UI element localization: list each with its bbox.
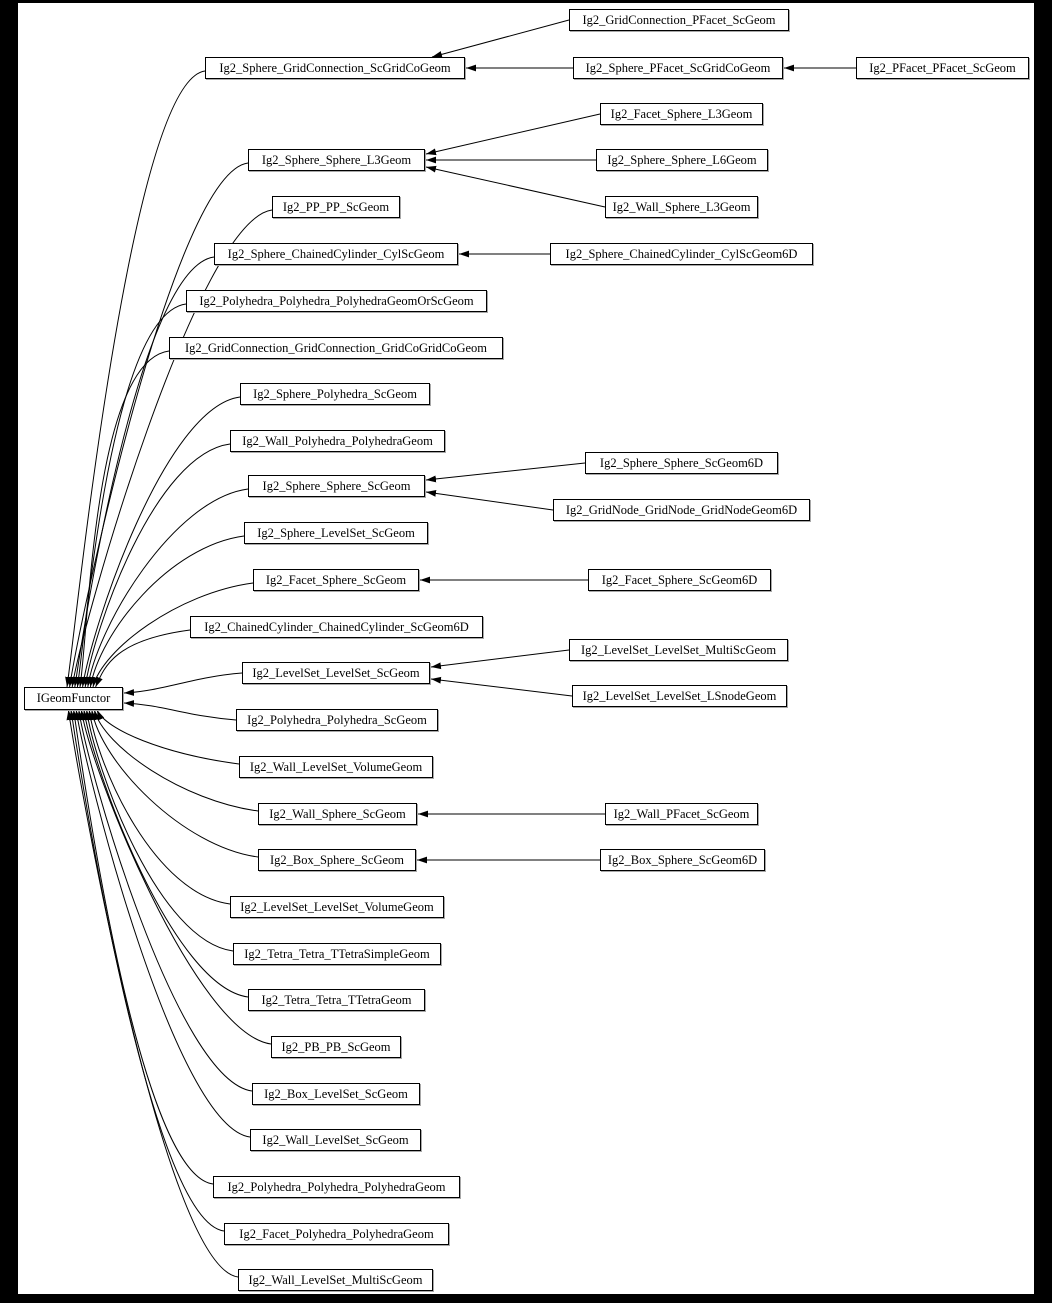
- class-node-Ig2_Facet_Sphere_ScGeom6D[interactable]: Ig2_Facet_Sphere_ScGeom6D: [588, 569, 771, 591]
- class-node-Ig2_PFacet_PFacet_ScGeom[interactable]: Ig2_PFacet_PFacet_ScGeom: [856, 57, 1029, 79]
- class-node-Ig2_LevelSet_LevelSet_VolumeGeom[interactable]: Ig2_LevelSet_LevelSet_VolumeGeom: [230, 896, 444, 918]
- class-node-Ig2_Wall_LevelSet_MultiScGeom[interactable]: Ig2_Wall_LevelSet_MultiScGeom: [238, 1269, 433, 1291]
- class-node-Ig2_Box_Sphere_ScGeom6D[interactable]: Ig2_Box_Sphere_ScGeom6D: [600, 849, 765, 871]
- class-node-Ig2_Sphere_Sphere_ScGeom[interactable]: Ig2_Sphere_Sphere_ScGeom: [248, 475, 425, 497]
- class-node-Ig2_Sphere_Polyhedra_ScGeom[interactable]: Ig2_Sphere_Polyhedra_ScGeom: [240, 383, 430, 405]
- class-node-Ig2_Sphere_LevelSet_ScGeom[interactable]: Ig2_Sphere_LevelSet_ScGeom: [244, 522, 428, 544]
- class-node-Ig2_PB_PB_ScGeom[interactable]: Ig2_PB_PB_ScGeom: [271, 1036, 401, 1058]
- class-node-Ig2_PP_PP_ScGeom[interactable]: Ig2_PP_PP_ScGeom: [272, 196, 400, 218]
- class-node-Ig2_LevelSet_LevelSet_MultiScGeom[interactable]: Ig2_LevelSet_LevelSet_MultiScGeom: [569, 639, 788, 661]
- class-node-Ig2_Sphere_ChainedCylinder_CylScGeom[interactable]: Ig2_Sphere_ChainedCylinder_CylScGeom: [214, 243, 458, 265]
- class-node-Ig2_Wall_Sphere_L3Geom[interactable]: Ig2_Wall_Sphere_L3Geom: [605, 196, 758, 218]
- class-node-Ig2_Sphere_Sphere_ScGeom6D[interactable]: Ig2_Sphere_Sphere_ScGeom6D: [585, 452, 778, 474]
- class-node-Ig2_Sphere_Sphere_L3Geom[interactable]: Ig2_Sphere_Sphere_L3Geom: [248, 149, 425, 171]
- class-node-Ig2_Sphere_GridConnection_ScGridCoGeom[interactable]: Ig2_Sphere_GridConnection_ScGridCoGeom: [205, 57, 465, 79]
- class-node-Ig2_Wall_LevelSet_VolumeGeom[interactable]: Ig2_Wall_LevelSet_VolumeGeom: [239, 756, 433, 778]
- class-node-Ig2_Wall_Sphere_ScGeom[interactable]: Ig2_Wall_Sphere_ScGeom: [258, 803, 417, 825]
- class-node-Ig2_Facet_Sphere_L3Geom[interactable]: Ig2_Facet_Sphere_L3Geom: [600, 103, 763, 125]
- class-node-Ig2_LevelSet_LevelSet_LSnodeGeom[interactable]: Ig2_LevelSet_LevelSet_LSnodeGeom: [572, 685, 787, 707]
- class-node-Ig2_Box_LevelSet_ScGeom[interactable]: Ig2_Box_LevelSet_ScGeom: [252, 1083, 420, 1105]
- class-node-Ig2_LevelSet_LevelSet_ScGeom[interactable]: Ig2_LevelSet_LevelSet_ScGeom: [242, 662, 430, 684]
- class-node-Ig2_Polyhedra_Polyhedra_PolyhedraGeom[interactable]: Ig2_Polyhedra_Polyhedra_PolyhedraGeom: [213, 1176, 460, 1198]
- class-node-Ig2_Wall_Polyhedra_PolyhedraGeom[interactable]: Ig2_Wall_Polyhedra_PolyhedraGeom: [230, 430, 445, 452]
- class-node-Ig2_Polyhedra_Polyhedra_PolyhedraGeomOrScGeom[interactable]: Ig2_Polyhedra_Polyhedra_PolyhedraGeomOrS…: [186, 290, 487, 312]
- class-node-Ig2_Wall_LevelSet_ScGeom[interactable]: Ig2_Wall_LevelSet_ScGeom: [250, 1129, 421, 1151]
- class-node-Ig2_Facet_Polyhedra_PolyhedraGeom[interactable]: Ig2_Facet_Polyhedra_PolyhedraGeom: [224, 1223, 449, 1245]
- class-node-Ig2_Tetra_Tetra_TTetraSimpleGeom[interactable]: Ig2_Tetra_Tetra_TTetraSimpleGeom: [233, 943, 441, 965]
- class-node-Ig2_GridConnection_PFacet_ScGeom[interactable]: Ig2_GridConnection_PFacet_ScGeom: [569, 9, 789, 31]
- class-node-Ig2_Sphere_PFacet_ScGridCoGeom[interactable]: Ig2_Sphere_PFacet_ScGridCoGeom: [573, 57, 783, 79]
- class-node-Ig2_GridConnection_GridConnection_GridCoGridCoGeom[interactable]: Ig2_GridConnection_GridConnection_GridCo…: [169, 337, 503, 359]
- class-node-Ig2_Tetra_Tetra_TTetraGeom[interactable]: Ig2_Tetra_Tetra_TTetraGeom: [248, 989, 425, 1011]
- class-node-Ig2_ChainedCylinder_ChainedCylinder_ScGeom6D[interactable]: Ig2_ChainedCylinder_ChainedCylinder_ScGe…: [190, 616, 483, 638]
- root-class-node-IGeomFunctor: IGeomFunctor: [24, 687, 123, 710]
- class-node-Ig2_GridNode_GridNode_GridNodeGeom6D[interactable]: Ig2_GridNode_GridNode_GridNodeGeom6D: [553, 499, 810, 521]
- class-node-Ig2_Facet_Sphere_ScGeom[interactable]: Ig2_Facet_Sphere_ScGeom: [253, 569, 419, 591]
- diagram-canvas: [18, 3, 1034, 1294]
- class-node-Ig2_Box_Sphere_ScGeom[interactable]: Ig2_Box_Sphere_ScGeom: [258, 849, 416, 871]
- class-node-Ig2_Wall_PFacet_ScGeom[interactable]: Ig2_Wall_PFacet_ScGeom: [605, 803, 758, 825]
- class-node-Ig2_Sphere_ChainedCylinder_CylScGeom6D[interactable]: Ig2_Sphere_ChainedCylinder_CylScGeom6D: [550, 243, 813, 265]
- class-node-Ig2_Polyhedra_Polyhedra_ScGeom[interactable]: Ig2_Polyhedra_Polyhedra_ScGeom: [236, 709, 438, 731]
- class-node-Ig2_Sphere_Sphere_L6Geom[interactable]: Ig2_Sphere_Sphere_L6Geom: [596, 149, 768, 171]
